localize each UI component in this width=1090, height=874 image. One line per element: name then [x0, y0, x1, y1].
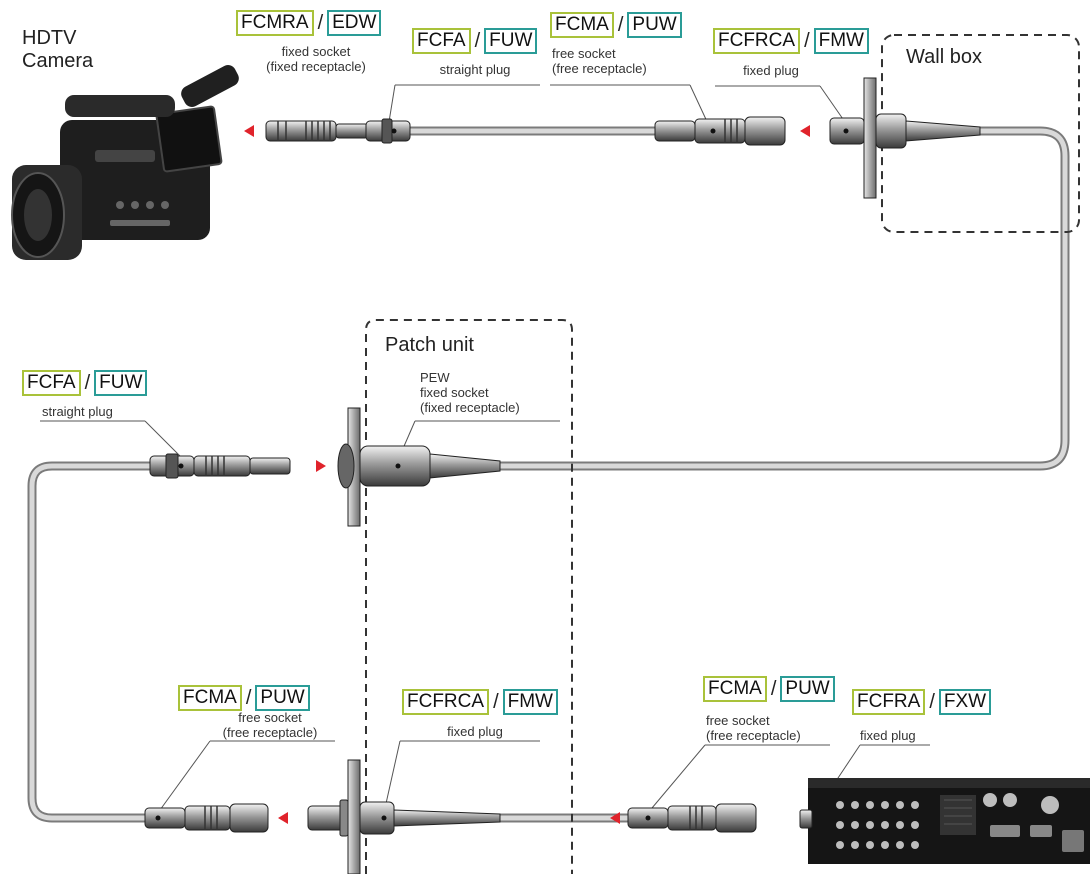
desc-c4-line1: fixed plug: [743, 63, 799, 78]
hdtv-camera-image: [11, 65, 239, 260]
code-fxw: FXW: [938, 689, 992, 715]
code-puw: PUW: [780, 676, 835, 702]
rack-device-image: [799, 778, 1090, 864]
desc-c1: fixed socket (fixed receptacle): [236, 44, 396, 74]
arrow-bottom-1: [278, 812, 288, 824]
patch-plate-bottom: [347, 759, 361, 874]
slash: /: [84, 371, 91, 394]
desc-c9: fixed plug: [860, 728, 916, 743]
desc-c2: straight plug: [410, 62, 540, 77]
desc-c9-line1: fixed plug: [860, 728, 916, 743]
code-fcma: FCMA: [550, 12, 614, 38]
connector-fcmra-edw: [265, 120, 369, 142]
connector-fcfrca-fmw-top: [829, 77, 981, 199]
wall-plate: [863, 77, 877, 199]
arrow-top-2: [800, 125, 810, 137]
code-row-c2: FCFA / FUW: [412, 28, 538, 54]
desc-pew-line2: fixed socket: [420, 385, 489, 400]
desc-c8: free socket (free receptacle): [706, 713, 801, 743]
patch-unit-region: [365, 319, 573, 874]
desc-c5-line1: straight plug: [42, 404, 113, 419]
wall-box-label: Wall box: [906, 46, 982, 68]
desc-c4: fixed plug: [716, 63, 826, 78]
code-row-c9: FCFRA / FXW: [852, 689, 992, 715]
desc-c8-line2: (free receptacle): [706, 728, 801, 743]
slash: /: [804, 29, 810, 52]
code-puw: PUW: [627, 12, 682, 38]
code-puw: PUW: [255, 685, 310, 711]
code-row-c4: FCFRCA / FMW: [713, 28, 869, 54]
desc-c7: fixed plug: [410, 724, 540, 739]
arrow-middle: [316, 460, 326, 472]
code-edw: EDW: [327, 10, 382, 36]
desc-c7-line1: fixed plug: [447, 724, 503, 739]
desc-c3-line2: (free receptacle): [552, 61, 647, 76]
desc-c8-line1: free socket: [706, 713, 770, 728]
arrow-bottom-2: [610, 812, 620, 824]
slash: /: [929, 690, 935, 713]
code-fmw: FMW: [813, 28, 869, 54]
code-row-c7: FCFRCA / FMW: [402, 689, 558, 715]
desc-pew-line3: (fixed receptacle): [420, 400, 520, 415]
code-fcfa: FCFA: [22, 370, 81, 396]
desc-c1-line1: fixed socket: [281, 44, 351, 59]
desc-c6-line1: free socket: [238, 710, 302, 725]
desc-c3-line1: free socket: [552, 46, 616, 61]
camera-label-line1: HDTV: [22, 27, 77, 49]
desc-c3: free socket (free receptacle): [552, 46, 647, 76]
desc-c6: free socket (free receptacle): [200, 710, 340, 740]
arrow-top-1: [244, 125, 254, 137]
code-fmw: FMW: [502, 689, 558, 715]
desc-c2-line1: straight plug: [439, 62, 511, 77]
desc-pew-line1: PEW: [420, 370, 450, 385]
code-fcfrca: FCFRCA: [402, 689, 490, 715]
code-row-c6: FCMA / PUW: [178, 685, 310, 711]
code-fcfra: FCFRA: [852, 689, 926, 715]
code-row-c5: FCFA / FUW: [22, 370, 148, 396]
connector-fcma-puw-bottom-left: [144, 803, 269, 833]
desc-pew: PEW fixed socket (fixed receptacle): [420, 370, 520, 415]
connector-fcma-puw-top: [654, 116, 786, 146]
code-fcma: FCMA: [178, 685, 242, 711]
slash: /: [493, 690, 499, 713]
code-fuw: FUW: [484, 28, 538, 54]
connector-pew: [337, 407, 501, 527]
connector-fcma-puw-bottom-right: [627, 803, 757, 833]
camera-label-line2: Camera: [22, 50, 94, 72]
camera-label: HDTV Camera: [22, 27, 93, 73]
desc-c1-line2: (fixed receptacle): [266, 59, 366, 74]
code-fcma: FCMA: [703, 676, 767, 702]
slash: /: [317, 11, 324, 34]
slash: /: [617, 13, 624, 36]
connector-fcfa-fuw-top: [365, 118, 411, 144]
slash: /: [474, 29, 481, 52]
code-row-c8: FCMA / PUW: [703, 676, 835, 702]
slash: /: [770, 677, 777, 700]
desc-c5: straight plug: [42, 404, 113, 419]
code-fcmra: FCMRA: [236, 10, 314, 36]
direction-arrows: [244, 125, 810, 824]
connector-fcfa-fuw-middle: [149, 453, 291, 479]
code-row-c1: FCMRA / EDW: [236, 10, 382, 36]
patch-unit-label: Patch unit: [385, 334, 474, 356]
connector-fcfrca-fmw-bottom: [307, 759, 501, 874]
code-row-c3: FCMA / PUW: [550, 12, 682, 38]
slash: /: [245, 686, 252, 709]
cables: [27, 126, 1070, 823]
code-fuw: FUW: [94, 370, 148, 396]
desc-c6-line2: (free receptacle): [222, 725, 318, 740]
code-fcfa: FCFA: [412, 28, 471, 54]
code-fcfrca: FCFRCA: [713, 28, 801, 54]
